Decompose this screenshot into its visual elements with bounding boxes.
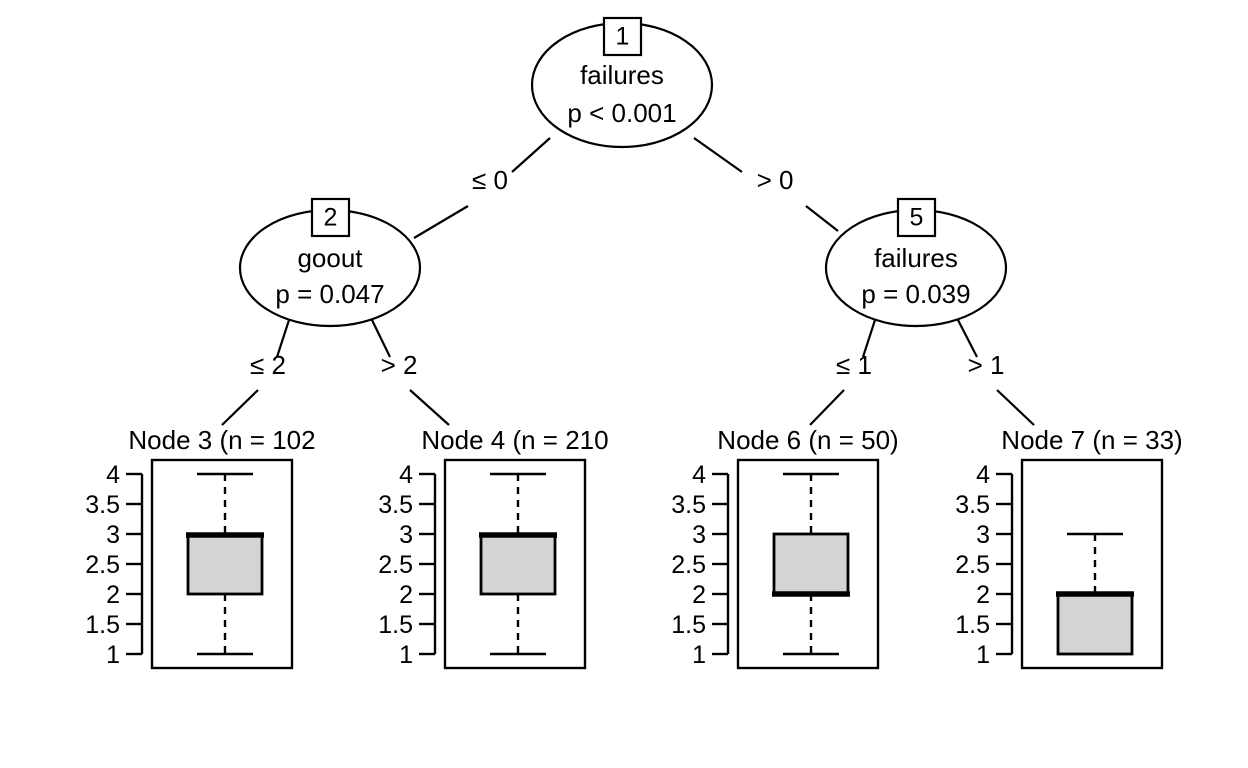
leaf-4-tick-3: 3 xyxy=(399,521,413,549)
leaf-3-tick-3-5: 3.5 xyxy=(85,491,120,519)
edge-5-6-upper xyxy=(861,319,877,358)
leaf-4-tick-3-5: 3.5 xyxy=(378,491,413,519)
node-1-badge-label: 1 xyxy=(616,23,630,51)
leaf-6-tick-2: 2 xyxy=(692,581,706,609)
edge-1-5-upper xyxy=(693,137,743,173)
leaf-3-axis: 4 3.5 3 2.5 2 1.5 1 xyxy=(85,461,144,669)
edge-2-3-lower xyxy=(221,389,259,426)
edge-2-3-upper xyxy=(275,319,291,358)
leaf-7-tick-2: 2 xyxy=(976,581,990,609)
node-2-pvalue: p = 0.047 xyxy=(275,279,384,309)
leaf-7-title: Node 7 (n = 33) xyxy=(1001,425,1182,455)
leaf-6-tick-4: 4 xyxy=(692,461,706,489)
leaf-7-tick-3-5: 3.5 xyxy=(955,491,990,519)
edge-1-2-upper xyxy=(511,137,551,173)
inner-node-2[interactable]: goout p = 0.047 2 xyxy=(238,197,422,328)
node-2-badge-box xyxy=(310,197,351,238)
leaf-4-title: Node 4 (n = 210 xyxy=(421,425,608,455)
node-2-badge-label: 2 xyxy=(324,204,338,232)
node-5-badge-label: 5 xyxy=(910,204,924,232)
leaf-7-boxplot xyxy=(1056,532,1134,656)
leaf-7-tick-1: 1 xyxy=(976,641,990,669)
leaf-3-tick-2-5: 2.5 xyxy=(85,551,120,579)
edge-group xyxy=(221,137,1035,426)
leaf-4-axis: 4 3.5 3 2.5 2 1.5 1 xyxy=(378,461,437,669)
edge-1-2-lower xyxy=(413,205,469,239)
leaf-6-tick-1: 1 xyxy=(692,641,706,669)
leaf-node-3[interactable]: Node 3 (n = 102 4 3.5 3 2.5 2 1.5 1 xyxy=(85,425,316,670)
leaf-7-tick-3: 3 xyxy=(976,521,990,549)
leaf-6-tick-2-5: 2.5 xyxy=(671,551,706,579)
leaf-7-tick-1-5: 1.5 xyxy=(955,611,990,639)
edge-label-2-3: ≤ 2 xyxy=(250,350,286,380)
leaf-6-axis: 4 3.5 3 2.5 2 1.5 1 xyxy=(671,461,730,669)
edge-2-4-lower xyxy=(409,389,450,426)
leaf-3-title: Node 3 (n = 102 xyxy=(128,425,315,455)
edge-label-2-4: > 2 xyxy=(381,350,418,380)
inner-node-5[interactable]: failures p = 0.039 5 xyxy=(824,197,1008,328)
edge-label-group: ≤ 0 > 0 ≤ 2 > 2 ≤ 1 > 1 xyxy=(250,165,1004,380)
leaf-3-tick-4: 4 xyxy=(106,461,120,489)
leaf-7-box xyxy=(1056,592,1134,656)
leaf-6-tick-3-5: 3.5 xyxy=(671,491,706,519)
leaf-4-tick-1-5: 1.5 xyxy=(378,611,413,639)
leaf-4-tick-2: 2 xyxy=(399,581,413,609)
edge-5-7-lower xyxy=(996,389,1035,426)
edge-5-6-lower xyxy=(809,389,845,426)
edge-label-1-2: ≤ 0 xyxy=(472,165,508,195)
edge-label-5-7: > 1 xyxy=(968,350,1005,380)
node-5-badge-box xyxy=(896,197,937,238)
node-5-pvalue: p = 0.039 xyxy=(861,279,970,309)
node-5-variable: failures xyxy=(874,243,958,273)
leaf-3-box xyxy=(186,533,264,596)
leaf-4-boxplot xyxy=(479,472,557,656)
leaf-3-tick-2: 2 xyxy=(106,581,120,609)
leaf-4-tick-4: 4 xyxy=(399,461,413,489)
leaf-3-tick-1-5: 1.5 xyxy=(85,611,120,639)
edge-label-1-5: > 0 xyxy=(757,165,794,195)
edge-1-5-lower xyxy=(805,205,839,232)
leaf-node-6[interactable]: Node 6 (n = 50) 4 3.5 3 2.5 2 1.5 1 xyxy=(671,425,899,670)
leaf-4-tick-1: 1 xyxy=(399,641,413,669)
leaf-6-boxplot xyxy=(772,472,850,656)
leaf-7-tick-4: 4 xyxy=(976,461,990,489)
leaf-4-box xyxy=(479,533,557,596)
leaf-3-tick-1: 1 xyxy=(106,641,120,669)
leaf-6-box xyxy=(772,532,850,596)
leaf-6-title: Node 6 (n = 50) xyxy=(717,425,898,455)
edge-5-7-upper xyxy=(957,319,978,358)
leaf-7-axis: 4 3.5 3 2.5 2 1.5 1 xyxy=(955,461,1014,669)
leaf-node-7[interactable]: Node 7 (n = 33) 4 3.5 3 2.5 2 1.5 1 xyxy=(955,425,1183,670)
leaf-6-tick-1-5: 1.5 xyxy=(671,611,706,639)
leaf-7-tick-2-5: 2.5 xyxy=(955,551,990,579)
node-2-variable: goout xyxy=(297,243,363,273)
inner-node-1[interactable]: failures p < 0.001 1 xyxy=(530,16,714,149)
leaf-6-tick-3: 3 xyxy=(692,521,706,549)
leaf-node-4[interactable]: Node 4 (n = 210 4 3.5 3 2.5 2 1.5 1 xyxy=(378,425,609,670)
leaf-3-boxplot xyxy=(186,472,264,656)
edge-label-5-6: ≤ 1 xyxy=(836,350,872,380)
node-1-variable: failures xyxy=(580,60,664,90)
leaf-4-tick-2-5: 2.5 xyxy=(378,551,413,579)
edge-2-4-upper xyxy=(371,319,391,358)
node-1-pvalue: p < 0.001 xyxy=(567,98,676,128)
node-1-badge-box xyxy=(602,16,643,57)
leaf-3-tick-3: 3 xyxy=(106,521,120,549)
